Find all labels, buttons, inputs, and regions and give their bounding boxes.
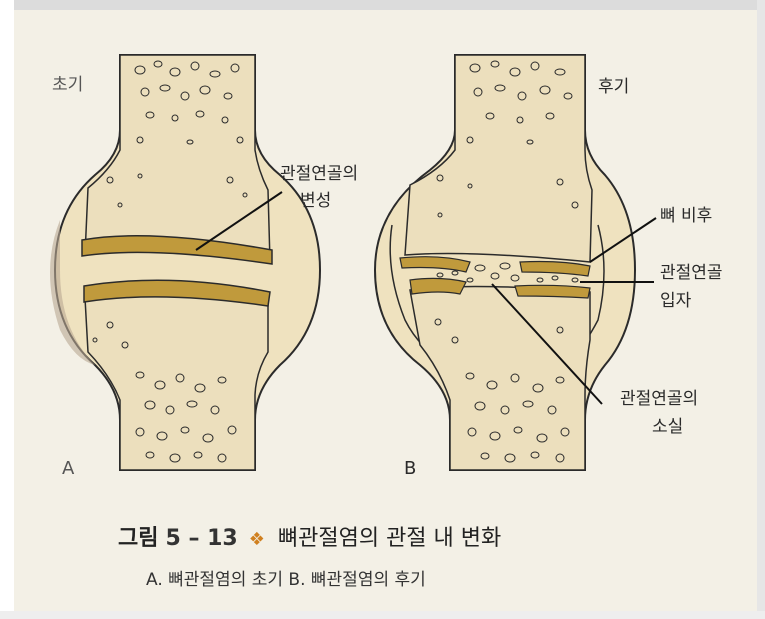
figure-title: 뼈관절염의 관절 내 변화 — [278, 526, 501, 551]
label-cartilage-degeneration-line2: 변성 — [300, 190, 331, 212]
figure-number: 5 – 13 — [165, 526, 237, 551]
label-cartilage-particles-line1: 관절연골 — [660, 262, 723, 284]
label-bone-hypertrophy: 뼈 비후 — [660, 205, 712, 227]
figure-caption-title: 그림 5 – 13 ❖ 뼈관절염의 관절 내 변화 — [118, 520, 501, 552]
label-cartilage-loss-line2: 소실 — [652, 416, 683, 438]
label-cartilage-degeneration-line1: 관절연골의 — [280, 163, 358, 185]
figure-word: 그림 — [118, 526, 158, 551]
figure-caption-subtitle: A. 뼈관절염의 초기 B. 뼈관절염의 후기 — [146, 565, 426, 590]
panel-label-b: B — [404, 458, 416, 480]
label-cartilage-loss-line1: 관절연골의 — [620, 388, 698, 410]
joint-a-early — [50, 55, 320, 470]
joint-b-late — [375, 55, 656, 470]
joint-b-cartilage-remnant-lower — [410, 278, 466, 294]
label-cartilage-particles-line2: 입자 — [660, 290, 691, 312]
joint-a-lower-bone — [85, 292, 268, 470]
frame-bottom-border — [0, 611, 765, 619]
joint-b-upper-bone — [405, 55, 592, 262]
frame-right-border — [757, 0, 765, 619]
diamond-icon: ❖ — [249, 529, 265, 550]
label-late-stage: 후기 — [598, 76, 629, 98]
panel-label-a: A — [62, 458, 74, 480]
label-early-stage: 초기 — [52, 74, 83, 96]
